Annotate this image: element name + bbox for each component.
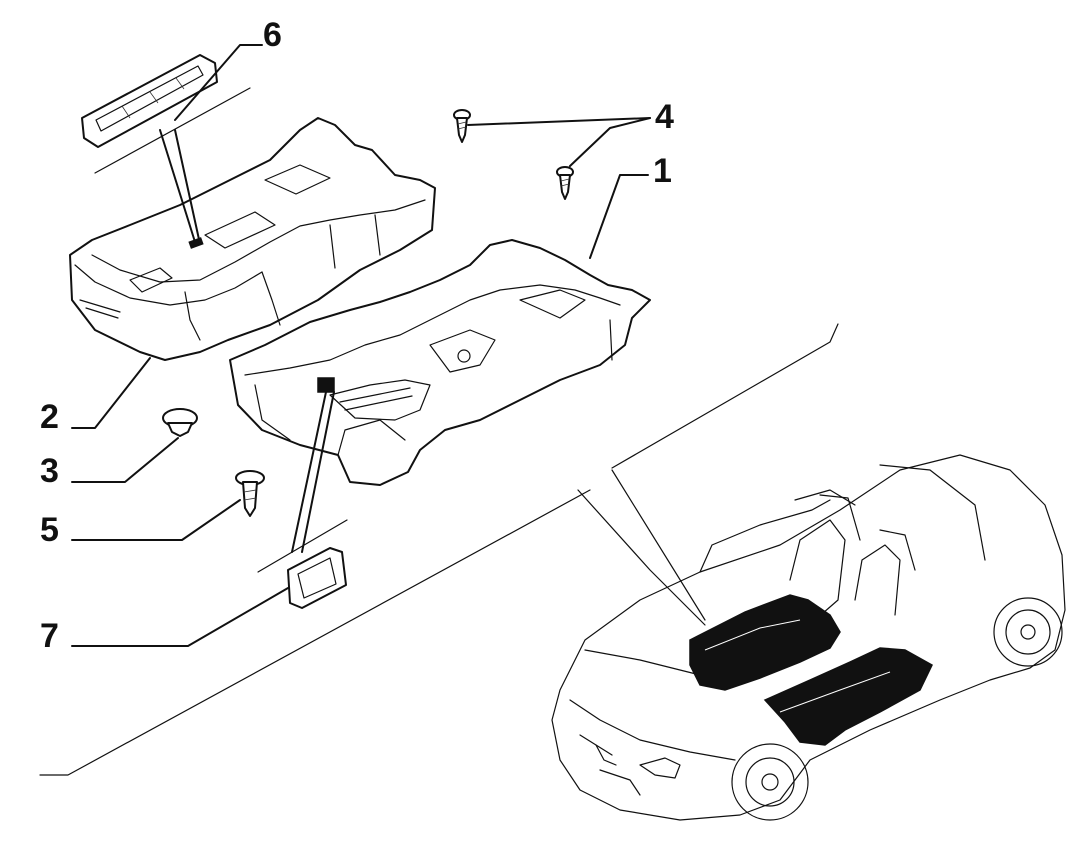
screw-lower — [556, 166, 574, 200]
locator-front-carpet — [763, 647, 933, 746]
part-5-push-pin — [235, 470, 265, 517]
part-3-grommet — [162, 408, 198, 437]
part-2-rear-carpet — [69, 117, 436, 361]
callout-5: 5 — [40, 511, 59, 549]
callout-1: 1 — [653, 152, 672, 190]
callout-4: 4 — [655, 98, 674, 136]
part-7-patch — [287, 547, 347, 609]
section-divider-lines — [39, 87, 839, 776]
callout-6: 6 — [263, 16, 282, 54]
leader-lines — [71, 44, 706, 647]
callout-2: 2 — [40, 398, 59, 436]
locator-rear-carpet — [689, 594, 841, 691]
screw-upper — [453, 109, 471, 143]
callout-7: 7 — [40, 617, 59, 655]
callout-numbers: 6 4 1 2 3 5 7 — [40, 16, 674, 655]
part-6-vent-grille — [81, 54, 218, 148]
car-locator-illustration — [551, 454, 1066, 821]
part-1-front-carpet — [229, 239, 651, 486]
part-4-screws — [453, 109, 574, 200]
callout-3: 3 — [40, 452, 59, 490]
